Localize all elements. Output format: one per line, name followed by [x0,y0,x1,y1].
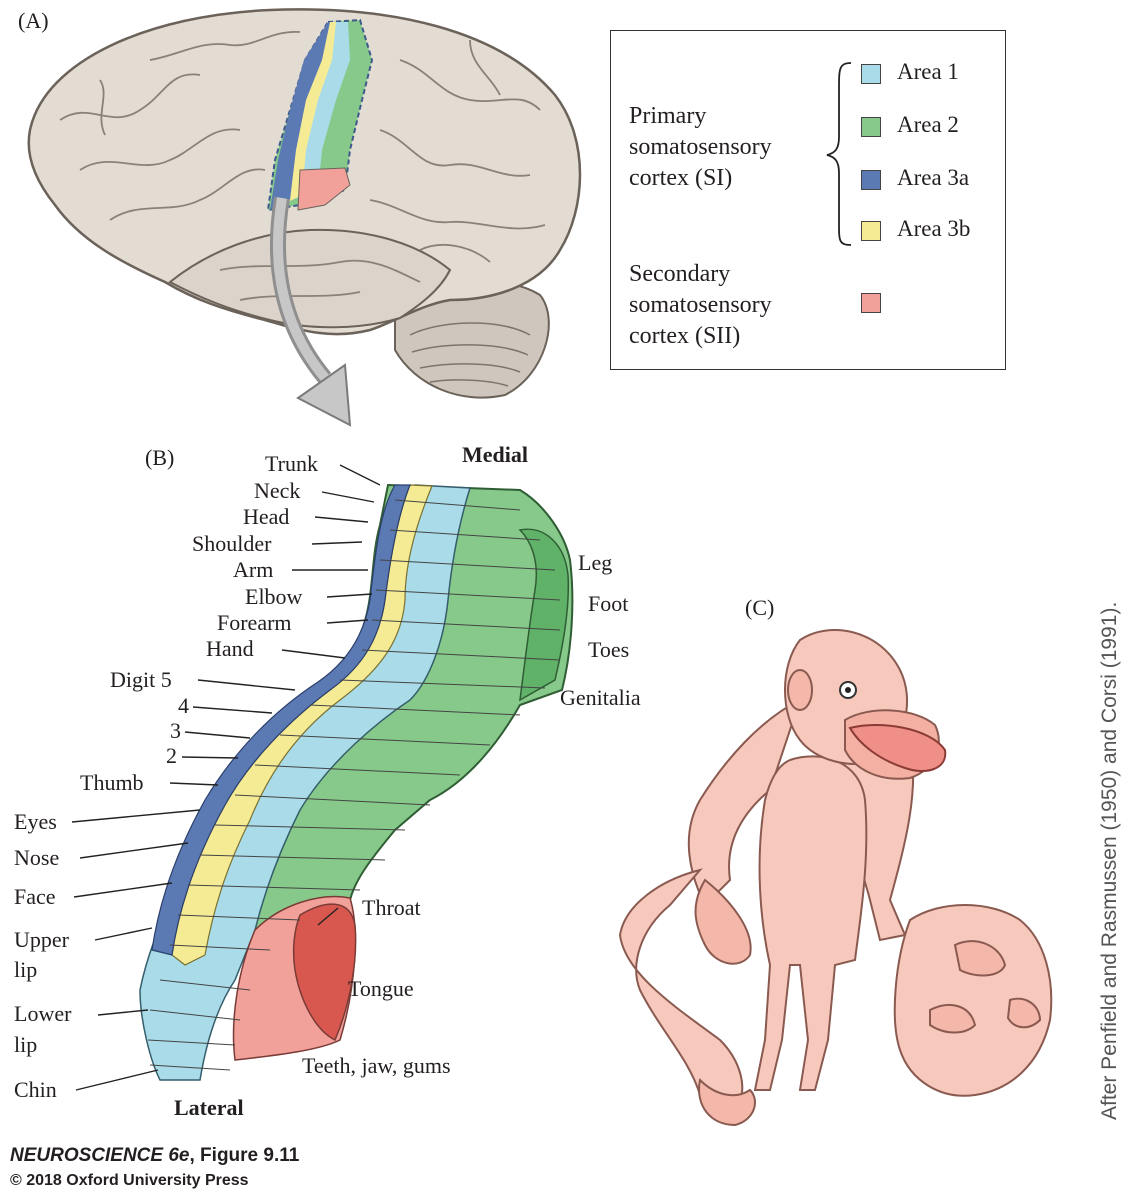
medial-label: Medial [462,442,528,467]
label-face: Face [14,884,56,909]
label-lower: Lower [14,1001,72,1026]
label-teeth-jaw-gums: Teeth, jaw, gums [302,1053,451,1078]
area-1-label: Area 1 [897,59,959,84]
brace [826,62,852,246]
panel-c-label: (C) [745,595,775,620]
label-digit-4: 4 [178,693,189,718]
label-head: Head [243,504,290,529]
label-tongue: Tongue [348,976,414,1001]
copyright: © 2018 Oxford University Press [10,1172,249,1189]
source-credit: After Penfield and Rasmussen (1950) and … [1098,601,1121,1120]
label-hand: Hand [206,636,254,661]
label-trunk: Trunk [265,451,318,476]
label-genitalia: Genitalia [560,685,641,710]
primary-label: Primary somatosensory cortex (SI) [629,103,772,191]
area-3a-label: Area 3a [897,165,970,190]
area-3a-swatch [861,170,881,190]
panel-a-label: (A) [18,8,49,33]
label-neck: Neck [254,478,301,503]
label-leg: Leg [578,550,613,575]
zoom-arrow [270,196,352,427]
label-chin: Chin [14,1077,57,1102]
homunculus-illustration [618,629,1053,1127]
label-forearm: Forearm [217,610,292,635]
somatotopic-map [139,483,574,1081]
label-eyes: Eyes [14,809,57,834]
area-1-swatch [861,64,881,84]
area-3b-label: Area 3b [897,216,971,241]
figure-credit: NEUROSCIENCE 6e, Figure 9.11 [10,1145,299,1167]
book-title: NEUROSCIENCE 6e [10,1145,190,1166]
area-3b-swatch [861,221,881,241]
leader-lines [71,464,381,1091]
brain-illustration [27,8,582,399]
label-digit-2: 2 [166,743,177,768]
label-toes: Toes [588,637,630,662]
panel-b-label: (B) [145,445,175,470]
legend: Primary somatosensory cortex (SI) Area 1… [610,30,1006,370]
label-elbow: Elbow [245,584,303,609]
sii-swatch [861,293,881,313]
area-2-swatch [861,117,881,137]
figure-number: , Figure 9.11 [189,1145,300,1166]
label-nose: Nose [14,845,60,870]
label-foot: Foot [588,591,629,616]
label-lower-lip: lip [14,1032,38,1057]
label-arm: Arm [233,557,274,582]
label-digit-3: 3 [170,718,181,743]
label-digit-5: Digit 5 [110,667,172,692]
label-thumb: Thumb [80,770,144,795]
lateral-label: Lateral [174,1095,244,1120]
label-shoulder: Shoulder [192,531,272,556]
label-upper-lip: lip [14,957,38,982]
label-throat: Throat [362,895,421,920]
label-upper: Upper [14,927,69,952]
secondary-label: Secondary somatosensory cortex (SII) [629,261,772,349]
area-2-label: Area 2 [897,112,959,137]
